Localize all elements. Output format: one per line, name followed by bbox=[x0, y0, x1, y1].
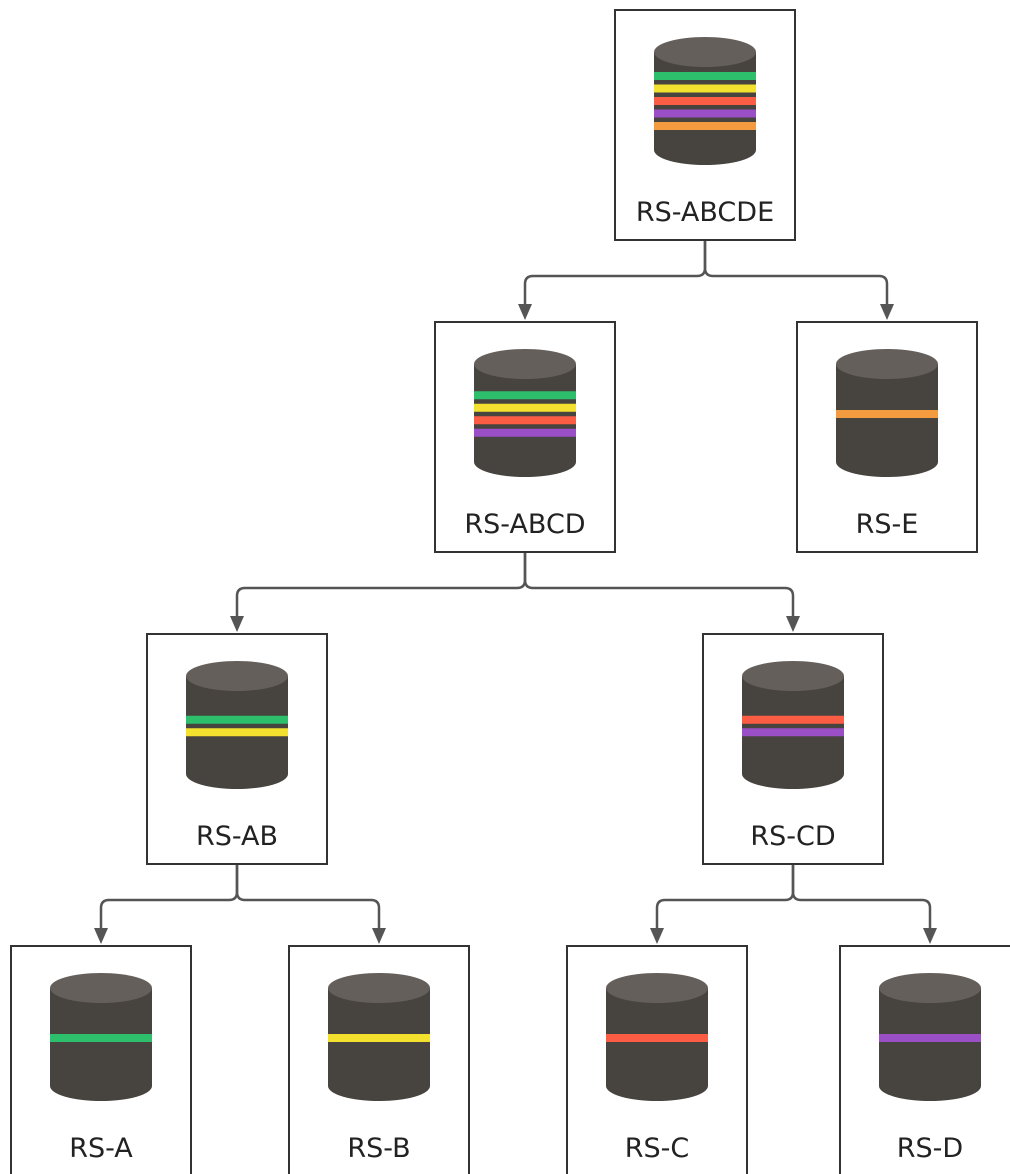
band-green bbox=[474, 391, 576, 400]
band-green bbox=[654, 72, 756, 80]
node-label: RS-D bbox=[897, 1133, 963, 1164]
arrowhead-icon bbox=[880, 304, 894, 320]
database-cylinder-icon bbox=[606, 973, 708, 1101]
database-cylinder-icon bbox=[654, 37, 756, 165]
cylinder-top bbox=[836, 349, 938, 379]
cylinder-body bbox=[606, 988, 708, 1101]
band-yellow bbox=[328, 1034, 430, 1042]
band-orange bbox=[654, 122, 756, 130]
cylinder-top bbox=[654, 37, 756, 67]
database-cylinder-icon bbox=[186, 661, 288, 789]
band-green bbox=[186, 715, 288, 724]
database-cylinder-icon bbox=[50, 973, 152, 1101]
band-red bbox=[606, 1034, 708, 1042]
connector-rs-cd-to-rs-d bbox=[791, 864, 932, 930]
connector-rs-abcd-to-rs-ab bbox=[235, 552, 527, 618]
node-rs-d: RS-D bbox=[839, 945, 1010, 1174]
cylinder-top bbox=[742, 661, 844, 691]
node-label: RS-B bbox=[347, 1133, 410, 1164]
connector-rs-cd-to-rs-c bbox=[655, 864, 795, 930]
cylinder-body bbox=[879, 988, 981, 1101]
connectors bbox=[94, 240, 937, 944]
node-label: RS-A bbox=[69, 1133, 133, 1164]
node-rs-ab: RS-AB bbox=[146, 633, 328, 865]
database-cylinder-icon bbox=[742, 661, 844, 789]
node-rs-b: RS-B bbox=[288, 945, 470, 1174]
database-cylinder-icon bbox=[836, 349, 938, 477]
band-yellow bbox=[654, 84, 756, 93]
cylinder-body bbox=[50, 988, 152, 1101]
node-label: RS-C bbox=[625, 1133, 690, 1164]
database-cylinder-icon bbox=[474, 349, 576, 477]
arrowhead-icon bbox=[923, 928, 937, 944]
node-label: RS-ABCD bbox=[464, 509, 585, 540]
node-label: RS-CD bbox=[750, 821, 835, 852]
cylinder-top bbox=[186, 661, 288, 691]
band-yellow bbox=[474, 403, 576, 412]
database-cylinder-icon bbox=[328, 973, 430, 1101]
band-red bbox=[742, 715, 844, 724]
cylinder-body bbox=[836, 364, 938, 477]
cylinder-body bbox=[654, 52, 756, 165]
connector-rs-abcde-to-rs-e bbox=[703, 240, 889, 306]
arrowhead-icon bbox=[94, 928, 108, 944]
connector-rs-ab-to-rs-a bbox=[99, 864, 239, 930]
band-red bbox=[474, 416, 576, 425]
database-cylinder-icon bbox=[879, 973, 981, 1101]
band-purple bbox=[474, 428, 576, 437]
cylinder-top bbox=[50, 973, 152, 1003]
band-red bbox=[654, 97, 756, 105]
cylinder-body bbox=[328, 988, 430, 1101]
band-purple bbox=[879, 1034, 981, 1042]
node-label: RS-AB bbox=[196, 821, 278, 852]
arrowhead-icon bbox=[650, 928, 664, 944]
node-rs-abcd: RS-ABCD bbox=[434, 321, 616, 553]
band-purple bbox=[742, 728, 844, 737]
node-rs-c: RS-C bbox=[566, 945, 748, 1174]
connector-rs-ab-to-rs-b bbox=[235, 864, 381, 930]
band-green bbox=[50, 1034, 152, 1042]
cylinder-top bbox=[328, 973, 430, 1003]
arrowhead-icon bbox=[230, 616, 244, 632]
band-orange bbox=[836, 410, 938, 418]
connector-rs-abcd-to-rs-cd bbox=[523, 552, 795, 618]
node-rs-e: RS-E bbox=[796, 321, 978, 553]
arrowhead-icon bbox=[372, 928, 386, 944]
node-rs-cd: RS-CD bbox=[702, 633, 884, 865]
cylinder-top bbox=[606, 973, 708, 1003]
arrowhead-icon bbox=[786, 616, 800, 632]
node-rs-a: RS-A bbox=[10, 945, 192, 1174]
cylinder-top bbox=[474, 349, 576, 379]
connector-rs-abcde-to-rs-abcd bbox=[523, 240, 707, 306]
node-rs-abcde: RS-ABCDE bbox=[614, 9, 796, 241]
node-label: RS-E bbox=[856, 509, 919, 540]
band-yellow bbox=[186, 728, 288, 737]
arrowhead-icon bbox=[518, 304, 532, 320]
band-purple bbox=[654, 109, 756, 118]
cylinder-top bbox=[879, 973, 981, 1003]
node-label: RS-ABCDE bbox=[636, 197, 774, 228]
